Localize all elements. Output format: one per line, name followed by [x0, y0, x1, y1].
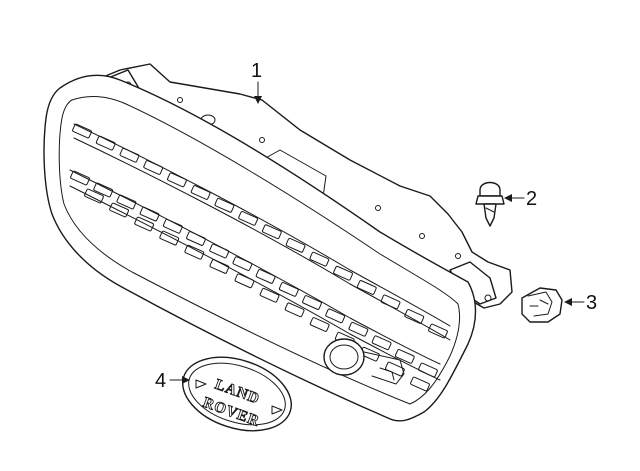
grille-slot: [116, 194, 137, 210]
grille-slot: [109, 202, 129, 218]
callout-label-3: 3: [586, 292, 597, 314]
grille-slot: [232, 256, 253, 271]
grille-slot: [167, 172, 187, 188]
panel-hole: [177, 97, 183, 103]
grille-slot: [93, 182, 114, 198]
grille-slot: [410, 376, 430, 392]
grille-slot: [70, 170, 90, 186]
callout-label-4: 4: [155, 370, 166, 392]
callout-1: 1: [251, 60, 262, 104]
grille-slot: [162, 218, 183, 234]
grille-slot: [404, 309, 425, 324]
grille-slot: [356, 280, 377, 295]
panel-hole: [455, 253, 461, 259]
panel-hole: [484, 294, 492, 302]
grille-slot: [284, 302, 305, 318]
callout-label-2: 2: [526, 188, 537, 210]
grille-slot: [134, 216, 155, 232]
grille-slot: [238, 211, 259, 226]
grille-slot: [309, 251, 330, 267]
lower-grille-slots: [69, 169, 441, 381]
grille-slot: [261, 224, 282, 240]
grille-slot: [214, 197, 235, 213]
panel-hole: [375, 205, 381, 211]
push-pin-clip: [475, 181, 505, 227]
grille-slot: [302, 295, 322, 310]
grille-slot: [159, 230, 180, 246]
callout-4: 4: [155, 370, 190, 392]
grille-slot: [184, 244, 205, 260]
panel-hole: [419, 233, 425, 239]
grille-slot: [255, 269, 276, 284]
grille-slot: [380, 294, 401, 310]
grille-slot: [333, 265, 353, 281]
grille-slot: [234, 273, 255, 289]
grille-slot: [278, 282, 299, 297]
grille-slot: [309, 317, 330, 332]
callout-3: 3: [564, 292, 597, 314]
callout-label-1: 1: [251, 60, 262, 82]
grille-slot: [285, 237, 306, 253]
grille-slot: [348, 321, 369, 337]
grille-assembly: [43, 63, 513, 422]
grille-slot: [190, 185, 211, 200]
grille-slot: [84, 188, 104, 204]
callout-2: 2: [504, 188, 537, 210]
retainer-bracket: [521, 287, 563, 323]
grille-slot: [95, 135, 116, 151]
grille-slot: [259, 287, 280, 303]
grille-slot: [394, 349, 415, 364]
grille-slot: [371, 335, 392, 351]
grille-slot: [428, 323, 448, 339]
grille-slot: [119, 147, 140, 163]
grille-slot: [209, 259, 230, 274]
grille-slot: [418, 362, 438, 378]
grille-slot: [186, 231, 206, 246]
grille-slot: [143, 160, 164, 175]
grille-slot: [325, 308, 346, 324]
grille-slot: [139, 206, 160, 222]
panel-hole: [259, 137, 265, 143]
grille-slot-group: [70, 123, 448, 392]
sensor-boss: [323, 338, 405, 385]
grille-slot: [72, 123, 92, 139]
grille-slot: [209, 243, 230, 259]
grille-frame-inner: [58, 96, 461, 405]
